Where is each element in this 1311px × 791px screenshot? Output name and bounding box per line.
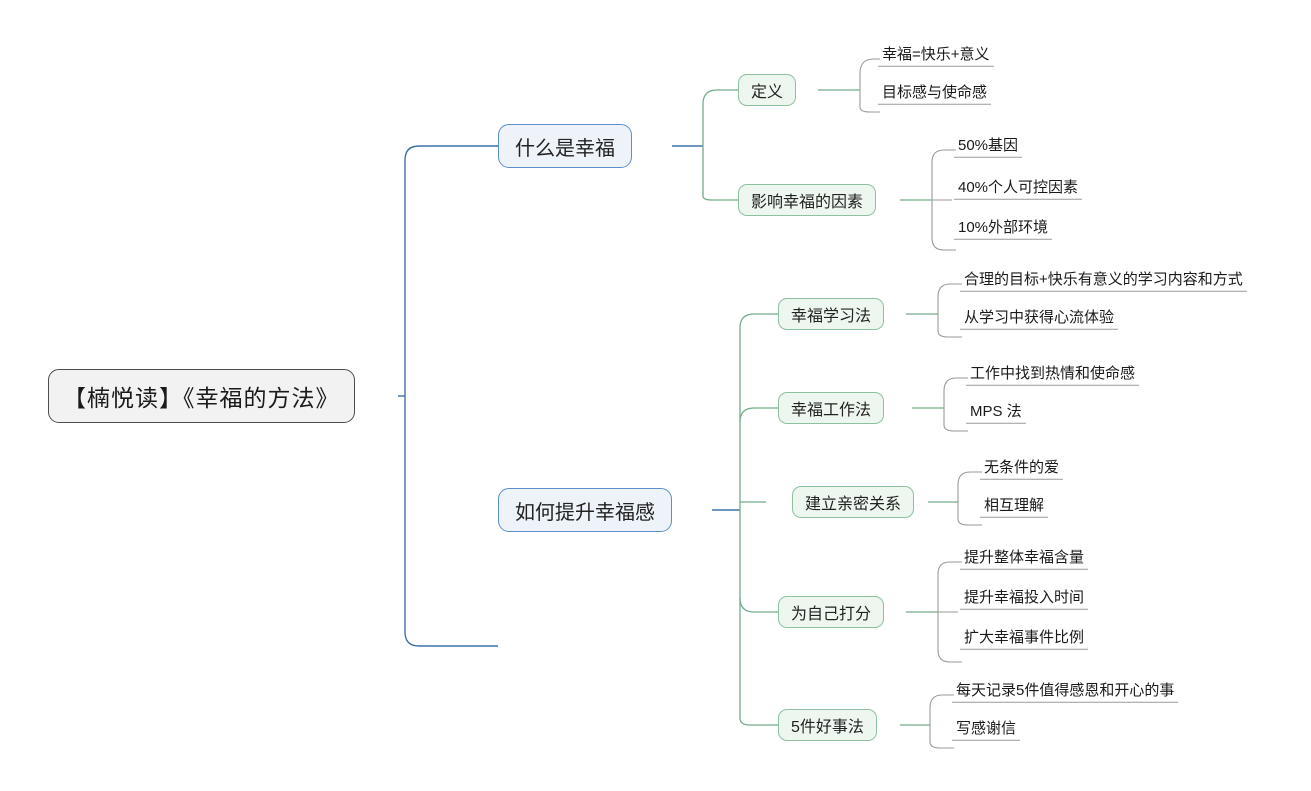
leaf-node[interactable]: MPS 法	[966, 403, 1026, 424]
leaf-node[interactable]: 扩大幸福事件比例	[960, 629, 1089, 650]
leaf-node[interactable]: 无条件的爱	[980, 459, 1064, 480]
root-node-label: 【楠悦读】《幸福的方法》	[63, 385, 340, 411]
leaf-node[interactable]: 合理的目标+快乐有意义的学习内容和方式	[960, 271, 1247, 292]
leaf-node[interactable]: 50%基因	[954, 137, 1023, 158]
sub-node-build-intimate-relationship[interactable]: 建立亲密关系	[792, 486, 915, 518]
edge-branch2-to-sub-2	[739, 407, 778, 423]
branch-node-what-is-happiness[interactable]: 什么是幸福	[498, 124, 632, 168]
sub-node-label: 建立亲密关系	[805, 496, 902, 513]
edge-root-to-branch-2	[404, 631, 498, 647]
sub-node-label: 为自己打分	[791, 606, 872, 623]
leaf-node[interactable]: 幸福=快乐+意义	[878, 46, 994, 67]
leaf-node[interactable]: 提升整体幸福含量	[960, 549, 1089, 570]
branch-node-label: 什么是幸福	[515, 137, 615, 160]
sub-node-label: 幸福学习法	[791, 308, 872, 325]
sub-node-label: 幸福工作法	[791, 402, 872, 419]
edge-branch1-to-sub-1	[702, 89, 738, 105]
sub-node-definition[interactable]: 定义	[738, 74, 797, 106]
sub-node-label: 影响幸福的因素	[751, 194, 864, 211]
edge-sub-study-leaf-1	[937, 283, 962, 298]
leaf-node[interactable]: 工作中找到热情和使命感	[966, 365, 1140, 386]
edge-branch2-to-sub-1	[739, 313, 778, 329]
leaf-node[interactable]: 40%个人可控因素	[954, 179, 1083, 200]
edge-sub-defn-leaf-1	[859, 58, 880, 74]
edge-sub-goodthings-leaf-2	[929, 741, 954, 749]
edge-sub-goodthings-leaf-1	[929, 694, 954, 709]
branch-node-how-to-improve-happiness[interactable]: 如何提升幸福感	[498, 488, 672, 532]
sub-node-label: 5件好事法	[791, 719, 864, 736]
leaf-node[interactable]: 提升幸福投入时间	[960, 589, 1089, 610]
sub-node-happy-work-method[interactable]: 幸福工作法	[778, 392, 885, 424]
edge-sub-work-leaf-1	[943, 377, 968, 392]
edge-sub-factors-leaf-1	[931, 149, 956, 163]
edge-sub-study-leaf-2	[937, 330, 962, 338]
sub-node-score-yourself[interactable]: 为自己打分	[778, 596, 885, 628]
root-node[interactable]: 【楠悦读】《幸福的方法》	[48, 369, 355, 423]
leaf-node[interactable]: 写感谢信	[952, 720, 1021, 741]
leaf-node[interactable]: 每天记录5件值得感恩和开心的事	[952, 682, 1179, 703]
edge-sub-factors-leaf-3	[931, 237, 956, 251]
sub-node-happiness-factors[interactable]: 影响幸福的因素	[738, 184, 877, 216]
sub-node-label: 定义	[751, 84, 784, 101]
branch-node-label: 如何提升幸福感	[515, 501, 655, 524]
leaf-node[interactable]: 目标感与使命感	[878, 84, 992, 105]
leaf-node[interactable]: 相互理解	[980, 497, 1049, 518]
edge-branch2-to-sub-4	[739, 597, 778, 613]
edge-sub-work-leaf-2	[943, 424, 968, 432]
edge-sub-relation-leaf-2	[957, 518, 982, 526]
edge-branch2-to-sub-5	[739, 717, 778, 726]
edge-root-to-branch-1	[404, 145, 498, 161]
edge-branch1-to-sub-2	[702, 195, 738, 201]
edge-sub-score-leaf-1	[937, 561, 962, 575]
sub-node-happy-study-method[interactable]: 幸福学习法	[778, 298, 885, 330]
leaf-node[interactable]: 从学习中获得心流体验	[960, 309, 1119, 330]
edge-sub-score-leaf-3	[937, 649, 962, 663]
sub-node-five-good-things-method[interactable]: 5件好事法	[778, 709, 877, 741]
edge-sub-relation-leaf-1	[957, 471, 982, 486]
leaf-node[interactable]: 10%外部环境	[954, 219, 1053, 240]
edge-sub-defn-leaf-2	[859, 106, 880, 113]
